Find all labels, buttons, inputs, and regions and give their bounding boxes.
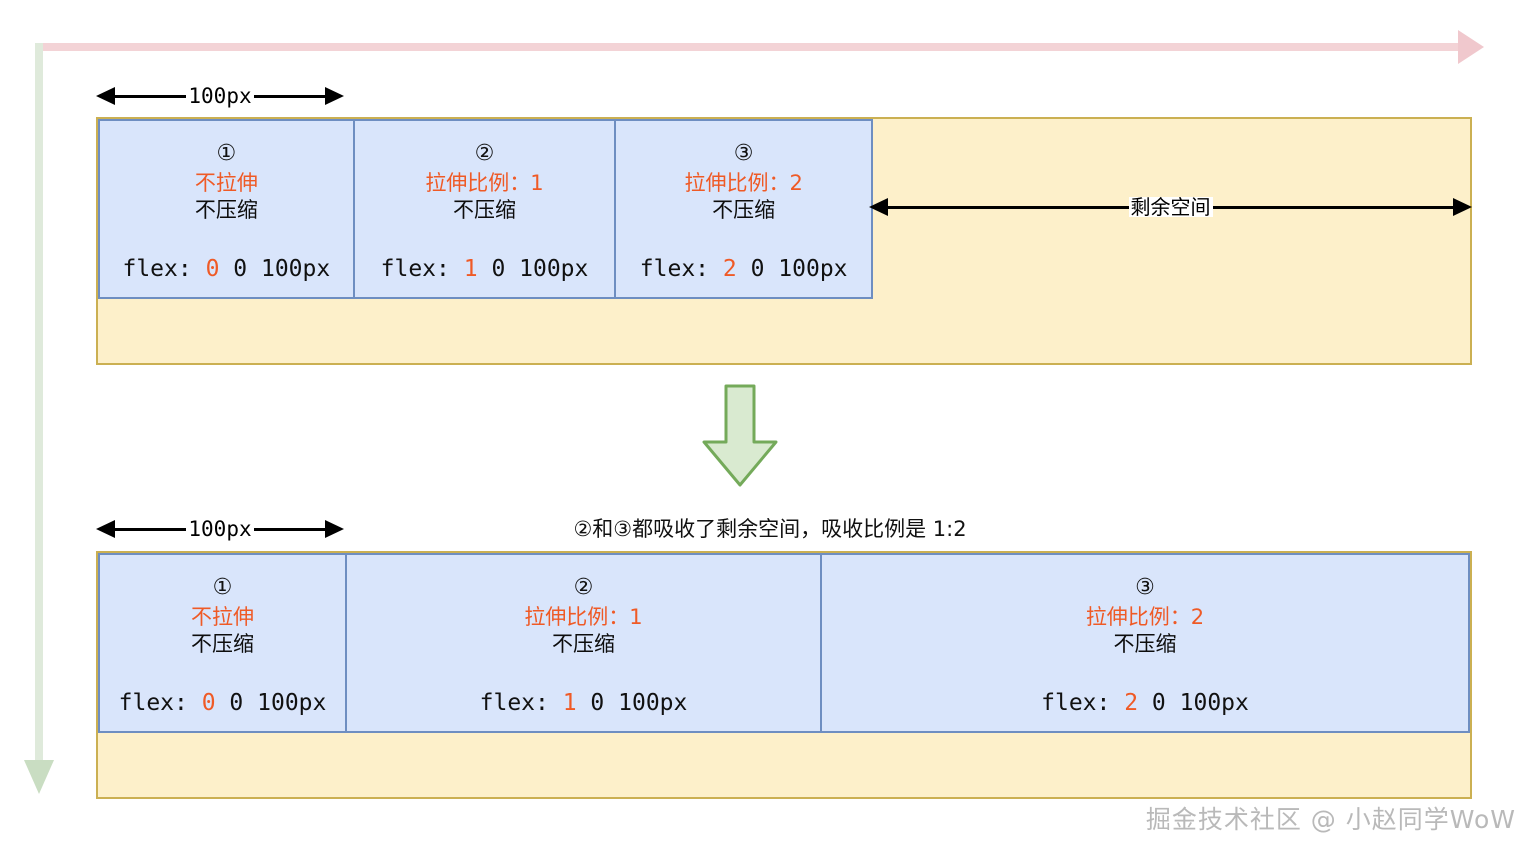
measure-bottom-basis: 100px — [96, 518, 344, 540]
measure-remaining-space-label: 剩余空间 — [1128, 195, 1213, 219]
code-grow-value: 2 — [722, 256, 737, 282]
measure-top-basis-label: 100px — [186, 83, 254, 108]
down-arrow-icon — [702, 384, 778, 487]
code-grow-value: 0 — [205, 256, 220, 282]
arrow-right-icon — [325, 520, 344, 538]
flex-item-index: ② — [573, 575, 594, 600]
flex-item-1[interactable]: ① 不拉伸 不压缩 flex: 0 0 100px — [98, 553, 347, 733]
flex-item-grow-label: 拉伸比例：1 — [425, 171, 544, 195]
flex-item-code: flex: 1 0 100px — [355, 258, 615, 281]
flex-item-code: flex: 0 0 100px — [100, 258, 353, 281]
flex-item-shrink-label: 不压缩 — [552, 632, 615, 657]
code-grow-value: 1 — [562, 690, 577, 716]
horizontal-axis-arrow-icon — [1458, 30, 1484, 64]
flex-item-shrink-label: 不压缩 — [191, 632, 254, 657]
flex-item-index: ③ — [1135, 575, 1155, 600]
horizontal-axis-line — [38, 43, 1470, 51]
code-suffix: 0 100px — [215, 690, 327, 716]
flex-item-index: ① — [216, 141, 237, 166]
flex-item-code: flex: 2 0 100px — [822, 692, 1468, 715]
flex-item-shrink-label: 不压缩 — [194, 198, 258, 223]
code-suffix: 0 100px — [736, 256, 848, 282]
measure-line — [115, 527, 187, 531]
flex-item-3[interactable]: ③ 拉伸比例：2 不压缩 flex: 2 0 100px — [820, 553, 1470, 733]
measure-remaining-space: 剩余空间 — [869, 196, 1472, 218]
flex-item-shrink-label: 不压缩 — [453, 198, 516, 223]
measure-line — [888, 205, 1129, 209]
flex-items-row-after: ① 不拉伸 不压缩 flex: 0 0 100px ② 拉伸比例：1 不压缩 f… — [98, 553, 1470, 733]
flex-item-3[interactable]: ③ 拉伸比例：2 不压缩 flex: 2 0 100px — [614, 119, 873, 299]
arrow-left-icon — [96, 520, 115, 538]
arrow-left-icon — [96, 87, 115, 105]
flex-item-index: ③ — [733, 141, 754, 166]
measure-line — [253, 527, 325, 531]
watermark: 掘金技术社区 @ 小赵同学WoW — [1145, 805, 1516, 834]
arrow-right-icon — [325, 87, 344, 105]
arrow-left-icon — [869, 198, 888, 216]
flex-item-1[interactable]: ① 不拉伸 不压缩 flex: 0 0 100px — [98, 119, 355, 299]
code-suffix: 0 100px — [219, 256, 331, 282]
arrow-right-icon — [1453, 198, 1472, 216]
vertical-axis-arrow-icon — [24, 760, 54, 794]
flex-item-2[interactable]: ② 拉伸比例：1 不压缩 flex: 1 0 100px — [345, 553, 822, 733]
flex-item-grow-label: 拉伸比例：1 — [524, 605, 643, 629]
flex-item-code: flex: 1 0 100px — [347, 692, 820, 715]
flex-item-shrink-label: 不压缩 — [712, 198, 776, 223]
flex-item-code: flex: 2 0 100px — [616, 258, 871, 281]
code-suffix: 0 100px — [1138, 690, 1249, 716]
absorb-note: ②和③都吸收了剩余空间，吸收比例是 1:2 — [573, 517, 967, 541]
code-suffix: 0 100px — [477, 256, 589, 282]
code-grow-value: 0 — [201, 690, 216, 716]
flex-item-code: flex: 0 0 100px — [100, 692, 345, 715]
code-grow-value: 2 — [1124, 690, 1139, 716]
code-prefix: flex: — [639, 256, 723, 282]
code-prefix: flex: — [122, 256, 206, 282]
code-prefix: flex: — [1041, 690, 1125, 716]
flex-items-row-before: ① 不拉伸 不压缩 flex: 0 0 100px ② 拉伸比例：1 不压缩 f… — [98, 119, 873, 299]
flex-item-index: ① — [212, 575, 233, 600]
flex-container-before: ① 不拉伸 不压缩 flex: 0 0 100px ② 拉伸比例：1 不压缩 f… — [96, 117, 1472, 365]
code-suffix: 0 100px — [576, 690, 688, 716]
flex-item-index: ② — [474, 141, 495, 166]
flex-item-grow-label: 不拉伸 — [191, 605, 254, 629]
flex-item-shrink-label: 不压缩 — [1113, 632, 1177, 657]
code-prefix: flex: — [479, 690, 563, 716]
flex-container-after: ① 不拉伸 不压缩 flex: 0 0 100px ② 拉伸比例：1 不压缩 f… — [96, 551, 1472, 799]
flex-item-grow-label: 不拉伸 — [194, 171, 258, 195]
measure-bottom-basis-label: 100px — [186, 516, 254, 541]
code-grow-value: 1 — [463, 256, 478, 282]
flex-item-grow-label: 拉伸比例：2 — [1085, 605, 1205, 629]
flex-item-2[interactable]: ② 拉伸比例：1 不压缩 flex: 1 0 100px — [352, 119, 617, 299]
code-prefix: flex: — [118, 690, 202, 716]
measure-line — [253, 94, 325, 98]
measure-top-basis: 100px — [96, 85, 344, 107]
code-prefix: flex: — [380, 256, 464, 282]
flex-item-grow-label: 拉伸比例：2 — [684, 171, 803, 195]
measure-line — [1212, 205, 1453, 209]
measure-line — [115, 94, 187, 98]
vertical-axis-line — [35, 43, 43, 763]
